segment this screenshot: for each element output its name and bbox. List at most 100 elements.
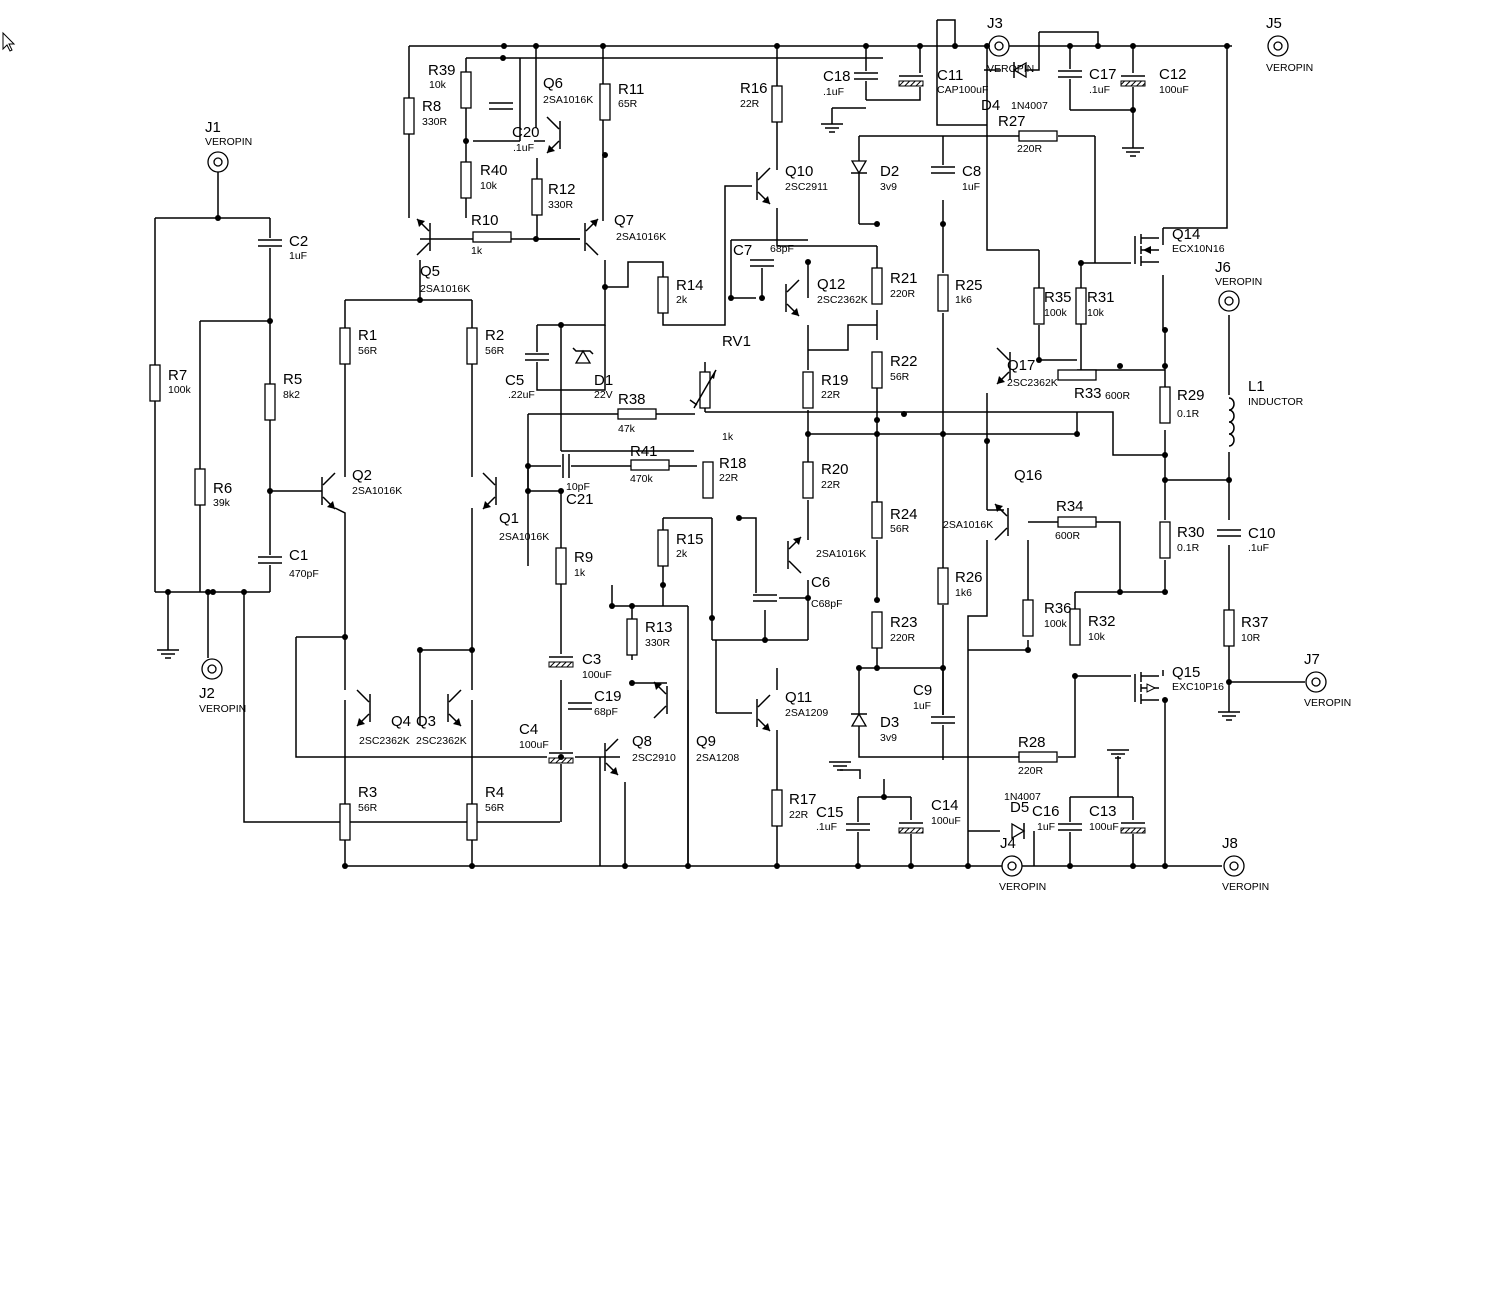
q15-ref-label: Q15 [1172,664,1200,681]
r3-value-label: 56R [358,802,378,814]
c16-ref-label: C16 [1032,803,1060,820]
q4-value-label: 2SC2362K [359,735,410,747]
ground-symbol [829,761,851,771]
q1-transistor [482,472,497,510]
r20-ref-label: R20 [821,461,849,478]
q3-transistor [447,689,462,727]
c21-value-label: 10pF [566,481,590,493]
l1-ref-label: L1 [1248,378,1265,395]
c15-value-label: .1uF [816,821,837,833]
ground-symbol [1218,711,1240,721]
q5-value-label: 2SA1016K [420,283,470,295]
q6-ref-label: Q6 [543,75,563,92]
r33-ref-label: R33 [1074,385,1102,402]
q1-ref-label: Q1 [499,510,519,527]
r15-resistor [657,529,669,567]
r19-ref-label: R19 [821,372,849,389]
r19-resistor [802,371,814,409]
r16-resistor [771,85,783,123]
r22-resistor [871,351,883,389]
c14-ref-label: C14 [931,797,959,814]
r11-ref-label: R11 [618,81,644,98]
d2-ref-label: D2 [880,163,899,180]
r20-resistor [802,461,814,499]
j6-ref-label: J6 [1215,259,1231,276]
c15-capacitor [844,822,872,832]
q2-transistor [321,472,336,510]
r24-resistor [871,501,883,539]
c8-value-label: 1uF [962,181,980,193]
r32-resistor [1069,608,1081,646]
r14-resistor [657,276,669,314]
r9-ref-label: R9 [574,549,593,566]
l1-value-label: INDUCTOR [1248,396,1304,408]
c9-capacitor [929,715,957,725]
r24-value-label: 56R [890,523,910,535]
r3-ref-label: R3 [358,784,377,801]
c1-ref-label: C1 [289,547,308,564]
j5-ref-label: J5 [1266,15,1282,32]
r18-ref-label: R18 [719,455,747,472]
r25-ref-label: R25 [955,277,983,294]
ground-symbol [157,649,179,659]
r17-resistor [771,789,783,827]
q12-transistor [785,279,800,317]
r8-resistor [403,97,415,135]
c13-value-label: 100uF [1089,821,1119,833]
r28-value-label: 220R [1018,765,1044,777]
c13-electrolytic-capacitor [1119,820,1147,834]
wires [154,19,1305,867]
c1-capacitor [256,555,284,565]
c2-ref-label: C2 [289,233,308,250]
r32-value-label: 10k [1088,631,1106,643]
c21-ref-label: C21 [566,491,594,508]
q2-ref-label: Q2 [352,467,372,484]
r23-ref-label: R23 [890,614,918,631]
j5-value-label: VEROPIN [1266,62,1313,74]
q14-mosfet [1134,234,1159,266]
r41-resistor [630,459,670,471]
r22-value-label: 56R [890,371,910,383]
q3-value-label: 2SC2362K [416,735,467,747]
j4-veropin [1001,855,1023,877]
c21-capacitor [561,452,571,480]
q8-value-label: 2SC2910 [632,752,676,764]
r33-resistor [1057,369,1097,381]
q9-transistor [653,681,668,719]
c6-capacitor [751,593,779,603]
r10-ref-label: R10 [471,212,499,229]
r22-ref-label: R22 [890,353,918,370]
c10-capacitor [1215,528,1243,538]
j8-veropin [1223,855,1245,877]
c3-value-label: 100uF [582,669,612,681]
r8-value-label: 330R [422,116,448,128]
j8-value-label: VEROPIN [1222,881,1269,893]
d5-value-label: 1N4007 [1004,791,1041,803]
j1-veropin [207,151,229,173]
r39-resistor [460,71,472,109]
r18-value-label: 22R [719,472,739,484]
c20-capacitor [487,101,515,111]
r1-resistor [339,327,351,365]
q6-transistor [546,116,561,154]
ground-symbol [1122,147,1144,157]
r9-resistor [555,547,567,585]
j7-ref-label: J7 [1304,651,1320,668]
ground-symbol [821,123,843,133]
q7-value-label: 2SA1016K [616,231,666,243]
r30-resistor [1159,521,1171,559]
r1-ref-label: R1 [358,327,377,344]
r28-ref-label: R28 [1018,734,1046,751]
c14-value-label: 100uF [931,815,961,827]
junctions [165,43,1232,869]
r17-value-label: 22R [789,809,809,821]
j2-value-label: VEROPIN [199,703,246,715]
r6-ref-label: R6 [213,480,232,497]
q12-ref-label: Q12 [817,276,845,293]
r38-resistor [617,408,657,420]
c2-value-label: 1uF [289,250,307,262]
r10-value-label: 1k [471,245,483,257]
c5-value-label: .22uF [508,389,535,401]
q8-transistor [604,738,619,776]
r32-ref-label: R32 [1088,613,1116,630]
